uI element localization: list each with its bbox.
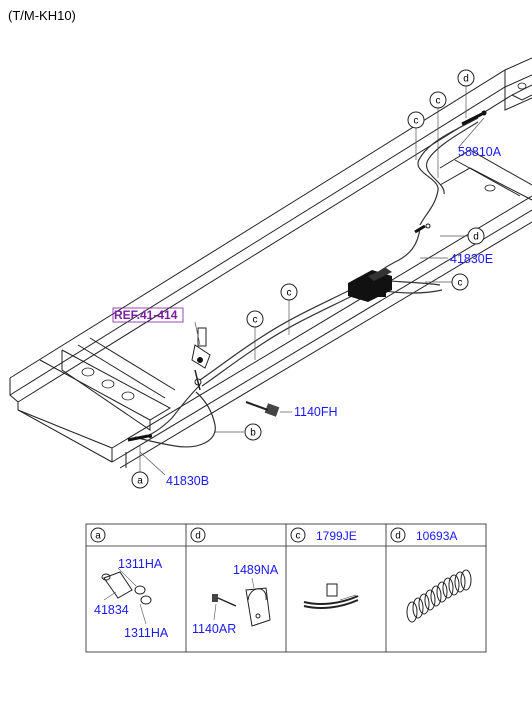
part-10693a[interactable]: 10693A (416, 529, 457, 543)
callout-c-center: c (280, 283, 298, 301)
part-1140fh[interactable]: 1140FH (294, 405, 338, 419)
ref-link[interactable]: REF.41-414 (112, 307, 184, 323)
part-41834[interactable]: 41834 (94, 603, 129, 617)
diagram-title: (T/M-KH10) (8, 8, 76, 23)
bolt-1140fh (245, 401, 280, 417)
cell-d-drawing (212, 577, 271, 627)
part-1799je[interactable]: 1799JE (316, 529, 357, 543)
rear-cable-fitting (461, 110, 487, 126)
svg-text:REF.41-414: REF.41-414 (114, 308, 178, 322)
callout-c-top-right: c (429, 91, 447, 109)
svg-text:c: c (436, 96, 441, 107)
callout-b: b (244, 423, 262, 441)
part-1489na[interactable]: 1489NA (233, 563, 279, 577)
callout-c-top-left: c (407, 111, 425, 129)
svg-text:c: c (458, 278, 463, 289)
part-1311ha-bottom[interactable]: 1311HA (124, 626, 169, 640)
cell-c-drawing (303, 583, 359, 609)
svg-text:b: b (250, 428, 256, 439)
leader-lines (139, 86, 485, 476)
part-1311ha-top[interactable]: 1311HA (118, 557, 163, 571)
table-col2-letter: d (195, 531, 201, 542)
lever-assembly (191, 327, 211, 391)
equalizer-bracket (348, 268, 392, 302)
cell-d2-drawing (406, 569, 472, 623)
svg-text:c: c (414, 116, 419, 127)
table-col1-letter: a (95, 531, 101, 542)
callout-d-top: d (457, 69, 475, 87)
front-cable-fitting (127, 434, 152, 442)
svg-text:a: a (137, 476, 143, 487)
callout-c-left: c (246, 310, 264, 328)
svg-text:d: d (473, 232, 479, 243)
svg-text:d: d (463, 74, 469, 85)
parking-brake-cables (134, 117, 479, 448)
part-41830b[interactable]: 41830B (166, 474, 209, 488)
callout-a: a (131, 471, 149, 489)
chassis-frame (9, 57, 532, 469)
callout-c-right: c (451, 273, 469, 291)
parts-table: a d c 1799JE d 10693A 1311HA 41834 1311H… (85, 523, 487, 653)
callout-d-mid: d (467, 227, 485, 245)
part-1140ar[interactable]: 1140AR (192, 622, 236, 636)
svg-text:c: c (287, 288, 292, 299)
cell-a-drawing (101, 567, 152, 625)
table-col4-letter: d (395, 531, 401, 542)
part-58810a[interactable]: 58810A (458, 145, 502, 159)
svg-text:c: c (253, 315, 258, 326)
table-col3-letter: c (296, 531, 301, 542)
cable-41830e-fitting (414, 223, 431, 234)
part-41830e[interactable]: 41830E (450, 252, 493, 266)
